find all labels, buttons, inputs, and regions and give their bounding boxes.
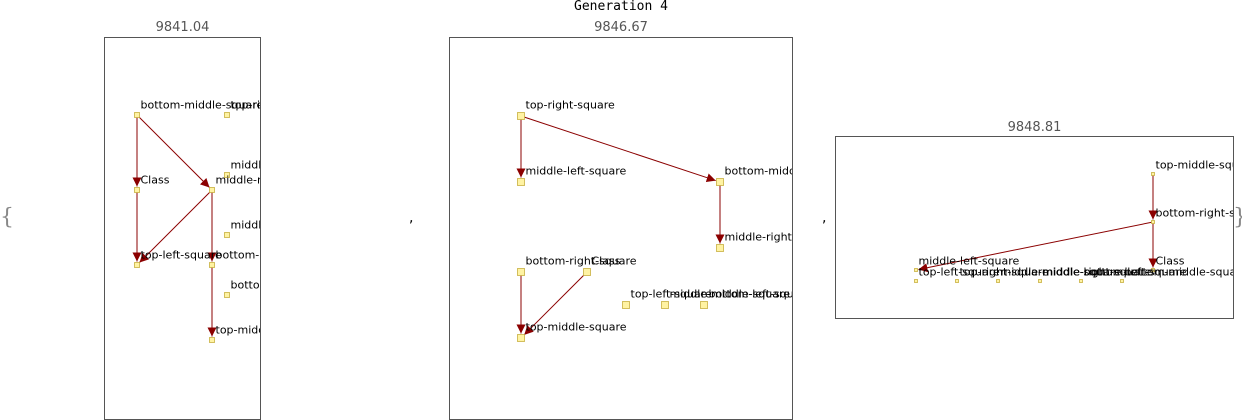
node-label-middle-middle-square: middle-middle-square xyxy=(670,288,791,301)
node-middle-left-square xyxy=(517,178,525,186)
node-label-class: Class xyxy=(592,255,621,268)
node-bottom-right-square xyxy=(1151,220,1155,224)
node-top-middle-square xyxy=(517,334,525,342)
node-bottom-left-square xyxy=(209,262,215,268)
node-label-top-middle-square: top-middle-square xyxy=(216,324,262,337)
node-middle-left-square xyxy=(224,172,230,178)
node-label-bottom-left-square: bottom-left-square xyxy=(709,288,794,301)
node-bottom-left-square xyxy=(1079,279,1083,283)
edge-class-to-top-middle-square xyxy=(523,271,588,336)
node-label-bottom-middle-square: bottom-middle-square xyxy=(1125,266,1235,279)
node-top-left-square xyxy=(914,279,918,283)
node-top-right-square xyxy=(224,112,230,118)
panel-3-graph-svg: top-middle-square bottom-right-square midd… xyxy=(914,159,1235,283)
node-label-middle-right-square: middle-right-square xyxy=(1043,266,1152,279)
node-label-middle-right-square: middle-right-square xyxy=(725,231,794,244)
node-label-bottom-left-square: bottom-left-square xyxy=(216,249,262,262)
node-top-left-square xyxy=(134,262,140,268)
open-brace: { xyxy=(0,205,14,230)
node-label-middle-right-square: middle-right-square xyxy=(216,174,262,187)
panel-2-graph-svg: top-right-square middle-left-square bottom… xyxy=(516,99,794,342)
node-class xyxy=(1151,268,1155,272)
node-label-bottom-right-square: bottom-right-square xyxy=(526,255,637,268)
separator-comma-1: , xyxy=(409,210,414,226)
node-bottom-middle-square xyxy=(1120,279,1124,283)
node-label-class: Class xyxy=(141,174,170,187)
close-brace: } xyxy=(1233,206,1242,230)
node-label-middle-left-square: middle-left-square xyxy=(231,159,262,172)
node-middle-right-square xyxy=(716,244,724,252)
node-label-middle-left-square: middle-left-square xyxy=(919,255,1020,268)
node-class xyxy=(583,268,591,276)
edge-middle-right-square-to-top-left-square xyxy=(139,189,213,263)
edge-bottom-middle-square-to-middle-right-square xyxy=(136,114,210,188)
node-label-top-right-square: top-right-square xyxy=(960,266,1050,279)
node-label-bottom-right-square: bottom-right-square xyxy=(231,279,262,292)
edge-bottom-right-square-to-middle-left-square xyxy=(918,221,1154,273)
node-label-top-right-square: top-right-square xyxy=(231,99,262,112)
panel-2-graph: top-right-square middle-left-square bottom… xyxy=(449,37,793,420)
node-label-bottom-middle-square: bottom-middle-square xyxy=(141,99,262,112)
node-middle-left-square xyxy=(914,268,918,272)
node-label-bottom-right-square: bottom-right-square xyxy=(1156,207,1235,220)
node-label-top-middle-square: top-middle-square xyxy=(1156,159,1235,172)
node-label-bottom-middle-square: bottom-middle-square xyxy=(725,165,794,178)
node-bottom-middle-square xyxy=(716,178,724,186)
node-top-right-square xyxy=(517,112,525,120)
edge-top-right-square-to-bottom-middle-square xyxy=(520,115,716,183)
node-label-top-middle-square: top-middle-square xyxy=(526,321,627,334)
node-bottom-left-square xyxy=(700,301,708,309)
panel-2-score: 9846.67 xyxy=(594,20,648,35)
node-top-middle-square xyxy=(209,337,215,343)
node-top-middle-square xyxy=(1151,172,1155,176)
node-bottom-right-square xyxy=(224,292,230,298)
node-top-left-square xyxy=(622,301,630,309)
node-top-right-square xyxy=(955,279,959,283)
node-bottom-middle-square xyxy=(134,112,140,118)
node-middle-right-square xyxy=(209,187,215,193)
node-class xyxy=(134,187,140,193)
node-label-top-left-square: top-left-square xyxy=(631,288,712,301)
separator-comma-2: , xyxy=(822,210,827,226)
node-middle-middle-square xyxy=(996,279,1000,283)
generation-title: Generation 4 xyxy=(574,0,668,14)
node-label-top-right-square: top-right-square xyxy=(526,99,616,112)
panel-3-score: 9848.81 xyxy=(1007,120,1062,135)
node-label-top-left-square: top-left-square xyxy=(141,249,222,262)
panel-1-score: 9841.04 xyxy=(155,20,210,35)
node-label-middle-left-square: middle-left-square xyxy=(526,165,627,178)
node-middle-middle-square xyxy=(224,232,230,238)
node-label-middle-middle-square: middle-middle-square xyxy=(231,219,262,232)
node-label-bottom-left-square: bottom-left-square xyxy=(1084,266,1187,279)
node-label-class: Class xyxy=(1156,255,1185,268)
node-label-top-left-square: top-left-square xyxy=(919,266,1000,279)
node-label-middle-middle-square: middle-middle-square xyxy=(1001,266,1122,279)
panel-3-graph: top-middle-square bottom-right-square midd… xyxy=(835,136,1234,319)
node-middle-right-square xyxy=(1038,279,1042,283)
node-middle-middle-square xyxy=(661,301,669,309)
node-bottom-right-square xyxy=(517,268,525,276)
